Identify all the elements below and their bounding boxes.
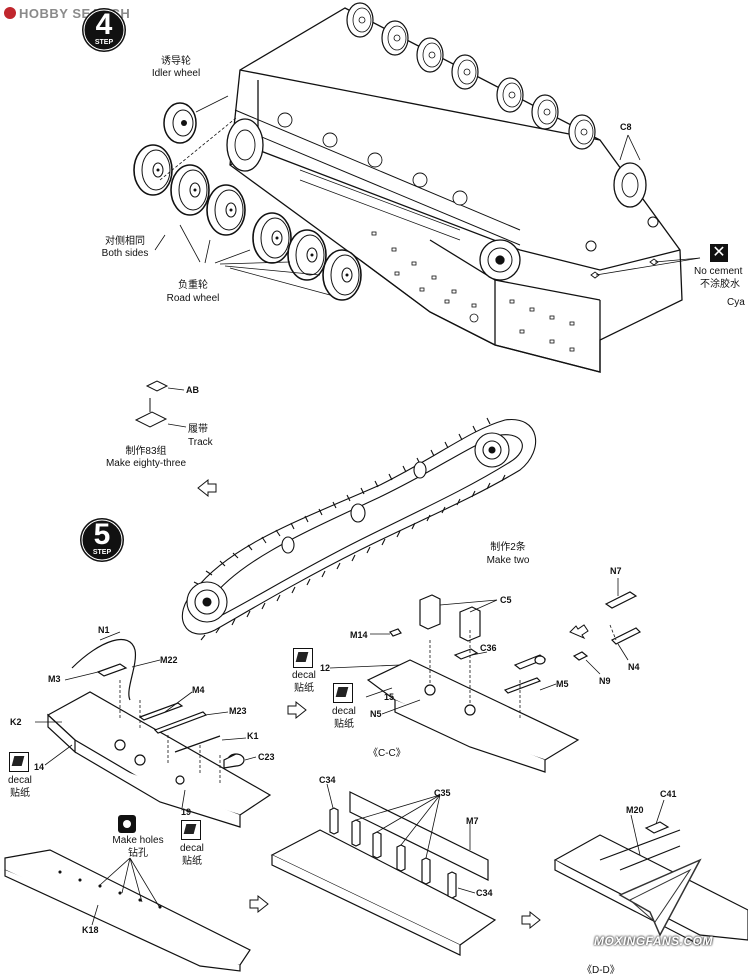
make-holes-label-cn: 钻孔 [128,848,148,859]
track-label-cn: 履带 [188,424,208,435]
decal-label-cn-c: 贴纸 [294,683,314,694]
panel-a-drawing [46,639,272,828]
moxingfans-logo-icon [618,858,702,937]
flow-arrow-5 [521,910,541,930]
part-n9-label: N9 [599,676,611,686]
part-c8-label: C8 [620,122,632,132]
part-k1-label: K1 [247,731,259,741]
part-m5-label: M5 [556,679,569,689]
step-badge-circle-icon [82,8,126,52]
part-c5-label: C5 [500,595,512,605]
part-c41-label: C41 [660,789,677,799]
both-sides-label-en: Both sides [101,248,149,259]
part-12-label: 12 [320,663,331,673]
part-k18-label: K18 [82,925,99,935]
moxingfans-watermark: MOXINGFANS.COM [594,934,714,948]
part-19-label: 19 [181,807,192,817]
flow-arrow-4 [249,894,269,914]
step-5-badge: 5 STEP [78,516,126,564]
n-parts-drawing [572,591,642,661]
idler-wheel-label-en: Idler wheel [151,68,201,79]
no-cement-label-en: No cement [694,266,743,277]
no-cement-label-cn: 不涂胶水 [700,279,740,290]
step-4-word: STEP [94,39,114,46]
decal-label-en-a: decal [8,775,32,786]
make-83-label-cn: 制作83组 [125,446,167,457]
track-link-part [134,380,187,428]
part-m7-label: M7 [466,816,479,826]
make-holes-label-en: Make holes [112,835,164,846]
step-5-word: STEP [92,549,112,556]
panel-c-drawing [366,594,580,773]
decal-label-en-b: decal [180,843,204,854]
step-badge-circle-icon [80,518,124,562]
hobby-search-logo-icon [4,7,16,19]
part-n5-label: N5 [370,709,382,719]
decal-label-cn-a: 贴纸 [10,788,30,799]
make-two-label-cn: 制作2条 [490,542,526,553]
step-4-badge: 4 STEP [80,6,128,54]
decal-label-en-c: decal [292,670,316,681]
part-k2-label: K2 [10,717,22,727]
decal-icon [333,683,353,703]
part-m22-label: M22 [160,655,178,665]
part-15-label: 15 [384,692,395,702]
decal-icon [9,752,29,772]
track-wheels [186,432,510,623]
decal-label-en-d: decal [332,706,356,717]
flow-arrow-3 [569,624,589,640]
step-5-number: 5 [93,518,111,551]
track-loop [181,417,537,641]
panel-c34-drawing [270,791,497,956]
flow-arrow-1 [197,478,217,498]
part-m23-label: M23 [229,706,247,716]
part-c34-top-label: C34 [319,775,336,785]
section-d-d-label: 《D-D》 [582,965,620,976]
part-m4-label: M4 [192,685,205,695]
no-cement-icon: ✕ [710,244,728,262]
make-83-label-en: Make eighty-three [105,458,187,469]
part-m20-label: M20 [626,805,644,815]
panel-k18-drawing [4,849,251,972]
idler-wheel-label-cn: 诱导轮 [161,56,191,67]
part-c23-label: C23 [258,752,275,762]
decal-icon [181,820,201,840]
part-m3-label: M3 [48,674,61,684]
decal-label-cn-d: 贴纸 [334,719,354,730]
section-c-c-label: 《C-C》 [368,748,406,759]
part-m14-label: M14 [350,630,368,640]
decal-label-cn-b: 贴纸 [182,856,202,867]
cyano-label: Cya [727,297,745,308]
part-n1-label: N1 [98,625,110,635]
step-4-number: 4 [95,8,113,41]
track-label-en: Track [188,437,213,448]
road-wheel-label-cn: 负重轮 [178,280,208,291]
drill-hole-icon [118,815,136,833]
part-ab-label: AB [186,385,199,395]
flow-arrow-2 [287,700,307,720]
decal-icon [293,648,313,668]
part-c36-label: C36 [480,643,497,653]
make-two-label-en: Make two [486,555,530,566]
part-c35-label: C35 [434,788,451,798]
part-n7-label: N7 [610,566,622,576]
road-wheel-label-en: Road wheel [166,293,220,304]
part-c34-bottom-label: C34 [476,888,493,898]
part-14-label: 14 [34,762,45,772]
both-sides-label-cn: 对侧相同 [105,236,145,247]
part-n4-label: N4 [628,662,640,672]
idler-wheel-part [163,102,197,144]
